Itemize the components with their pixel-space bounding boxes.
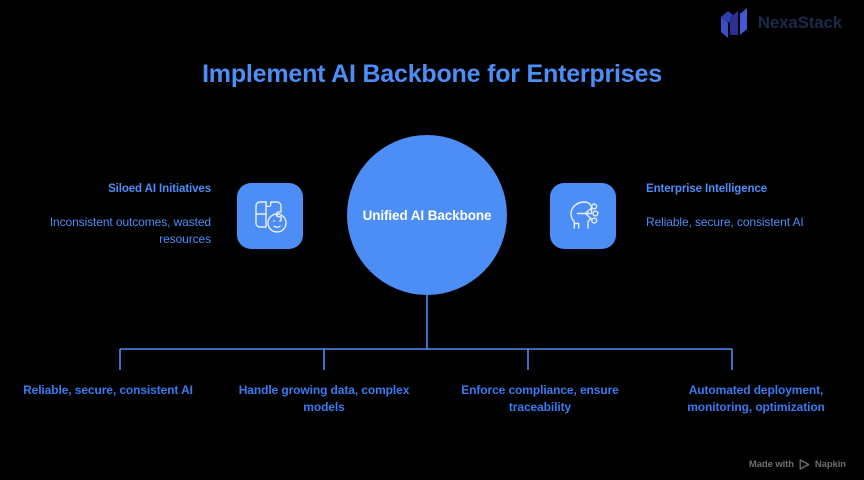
left-heading: Siloed AI Initiatives bbox=[108, 183, 211, 195]
puzzle-face-icon bbox=[249, 195, 291, 237]
leaf-label-row: Reliable, secure, consistent AI Handle g… bbox=[0, 382, 864, 416]
center-node: Unified AI Backbone bbox=[347, 135, 507, 295]
napkin-logo-icon bbox=[799, 459, 810, 470]
nexastack-logo-icon bbox=[719, 8, 749, 38]
right-heading: Enterprise Intelligence bbox=[646, 183, 768, 195]
left-icon-tile bbox=[237, 183, 303, 249]
ai-brain-head-icon bbox=[562, 195, 604, 237]
footer-attribution: Made with Napkin bbox=[749, 459, 846, 470]
brand-logo: NexaStack bbox=[719, 8, 842, 38]
leaf-label: Automated deployment, monitoring, optimi… bbox=[687, 383, 825, 414]
left-body: Inconsistent outcomes, wasted resources bbox=[49, 215, 211, 246]
brand-name: NexaStack bbox=[757, 13, 842, 32]
connector-tree bbox=[119, 295, 733, 370]
page-title: Implement AI Backbone for Enterprises bbox=[202, 60, 662, 88]
footer-made-with-label: Made with bbox=[748, 459, 794, 470]
leaf-label: Enforce compliance, ensure traceability bbox=[461, 383, 619, 414]
footer-product-label: Napkin bbox=[814, 459, 846, 470]
leaf-label: Handle growing data, complex models bbox=[238, 383, 410, 414]
right-body: Reliable, secure, consistent AI bbox=[646, 215, 804, 229]
right-icon-tile bbox=[550, 183, 616, 249]
left-text-block: Siloed AI Initiatives Inconsistent outco… bbox=[33, 182, 211, 248]
center-node-label: Unified AI Backbone bbox=[362, 207, 492, 223]
leaf-label: Reliable, secure, consistent AI bbox=[23, 383, 193, 397]
right-text-block: Enterprise Intelligence Reliable, secure… bbox=[646, 182, 824, 231]
